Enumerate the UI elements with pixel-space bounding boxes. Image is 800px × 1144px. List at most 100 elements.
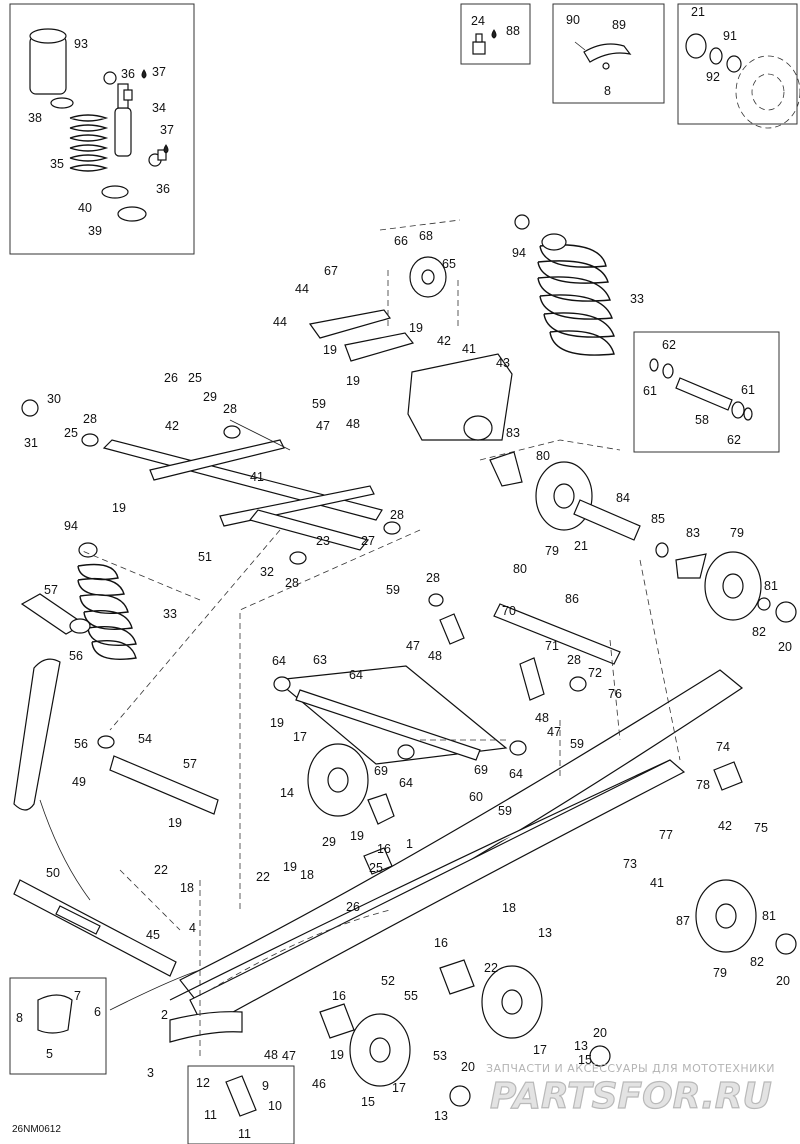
callout-25: 25 — [64, 426, 78, 440]
callout-34: 34 — [152, 101, 166, 115]
inset-slider-bracket-frame — [187, 1065, 295, 1144]
callout-29: 29 — [322, 835, 336, 849]
inset-bracket-frame — [552, 3, 665, 104]
callout-28: 28 — [567, 653, 581, 667]
callout-25: 25 — [369, 861, 383, 875]
callout-22: 22 — [154, 863, 168, 877]
callout-28: 28 — [285, 576, 299, 590]
callout-22: 22 — [256, 870, 270, 884]
callout-69: 69 — [474, 763, 488, 777]
callout-81: 81 — [764, 579, 778, 593]
callout-19: 19 — [283, 860, 297, 874]
callout-59: 59 — [570, 737, 584, 751]
callout-89: 89 — [612, 18, 626, 32]
callout-19: 19 — [330, 1048, 344, 1062]
callout-59: 59 — [312, 397, 326, 411]
inset-wheel-bearing-frame — [677, 3, 798, 125]
callout-31: 31 — [24, 436, 38, 450]
callout-59: 59 — [386, 583, 400, 597]
callout-48: 48 — [428, 649, 442, 663]
inset-clamp-frame — [9, 977, 107, 1075]
callout-69: 69 — [374, 764, 388, 778]
callout-19: 19 — [346, 374, 360, 388]
callout-22: 22 — [484, 961, 498, 975]
callout-41: 41 — [250, 470, 264, 484]
misc-brackets — [37, 761, 743, 1117]
callout-42: 42 — [437, 334, 451, 348]
callout-25: 25 — [188, 371, 202, 385]
callout-47: 47 — [547, 725, 561, 739]
callout-52: 52 — [381, 974, 395, 988]
callout-44: 44 — [273, 315, 287, 329]
callout-11: 11 — [204, 1108, 217, 1122]
callout-54: 54 — [138, 732, 152, 746]
callout-53: 53 — [433, 1049, 447, 1063]
front-arm-assembly — [21, 399, 401, 565]
callout-46: 46 — [312, 1077, 326, 1091]
callout-44: 44 — [295, 282, 309, 296]
callout-17: 17 — [293, 730, 307, 744]
callout-56: 56 — [74, 737, 88, 751]
callout-17: 17 — [533, 1043, 547, 1057]
callout-70: 70 — [502, 604, 516, 618]
callout-28: 28 — [390, 508, 404, 522]
callout-13: 13 — [574, 1039, 588, 1053]
callout-48: 48 — [264, 1048, 278, 1062]
rear-shock-spring-assembly — [514, 214, 615, 356]
callout-24: 24 — [471, 14, 485, 28]
diagram-code: 26NM0612 — [12, 1124, 61, 1135]
callout-86: 86 — [565, 592, 579, 606]
callout-20: 20 — [461, 1060, 475, 1074]
callout-63: 63 — [313, 653, 327, 667]
callout-84: 84 — [616, 491, 630, 505]
callout-67: 67 — [324, 264, 338, 278]
callout-5: 5 — [46, 1047, 53, 1061]
inset-shock-absorber-frame — [9, 3, 195, 255]
callout-49: 49 — [72, 775, 86, 789]
callout-75: 75 — [754, 821, 768, 835]
shaft-inset-parts — [649, 358, 753, 421]
callout-12: 12 — [196, 1076, 210, 1090]
callout-35: 35 — [50, 157, 64, 171]
callout-32: 32 — [260, 565, 274, 579]
callout-91: 91 — [723, 29, 737, 43]
callout-68: 68 — [419, 229, 433, 243]
callout-79: 79 — [730, 526, 744, 540]
callout-19: 19 — [168, 816, 182, 830]
callout-36: 36 — [156, 182, 170, 196]
callout-58: 58 — [695, 413, 709, 427]
callout-87: 87 — [676, 914, 690, 928]
callout-85: 85 — [651, 512, 665, 526]
callout-16: 16 — [332, 989, 346, 1003]
callout-7: 7 — [74, 989, 81, 1003]
callout-41: 41 — [462, 342, 476, 356]
front-cross-shaft — [13, 879, 177, 977]
callout-77: 77 — [659, 828, 673, 842]
callout-2: 2 — [161, 1008, 168, 1022]
assembly-guide-lines — [39, 219, 681, 1060]
inset-shaft-frame — [633, 331, 780, 453]
callout-50: 50 — [46, 866, 60, 880]
callout-labels: 93 36 37 38 34 35 37 40 36 39 24 88 90 8… — [16, 5, 792, 1141]
callout-82: 82 — [752, 625, 766, 639]
callout-51: 51 — [198, 550, 212, 564]
callout-62: 62 — [727, 433, 741, 447]
callout-79: 79 — [713, 966, 727, 980]
callout-42: 42 — [718, 819, 732, 833]
callout-93: 93 — [74, 37, 88, 51]
callout-10: 10 — [268, 1099, 282, 1113]
front-shock-spring-assembly — [13, 563, 219, 815]
callout-29: 29 — [203, 390, 217, 404]
callout-17: 17 — [392, 1081, 406, 1095]
mid-wheel-14 — [307, 743, 395, 825]
callout-18: 18 — [180, 881, 194, 895]
callout-81: 81 — [762, 909, 776, 923]
callout-37: 37 — [160, 123, 174, 137]
callout-15: 15 — [361, 1095, 375, 1109]
callout-11: 11 — [238, 1127, 251, 1141]
callout-59: 59 — [498, 804, 512, 818]
callout-64: 64 — [509, 767, 523, 781]
callout-36: 36 — [121, 67, 135, 81]
callout-13: 13 — [434, 1109, 448, 1123]
callout-62: 62 — [662, 338, 676, 352]
